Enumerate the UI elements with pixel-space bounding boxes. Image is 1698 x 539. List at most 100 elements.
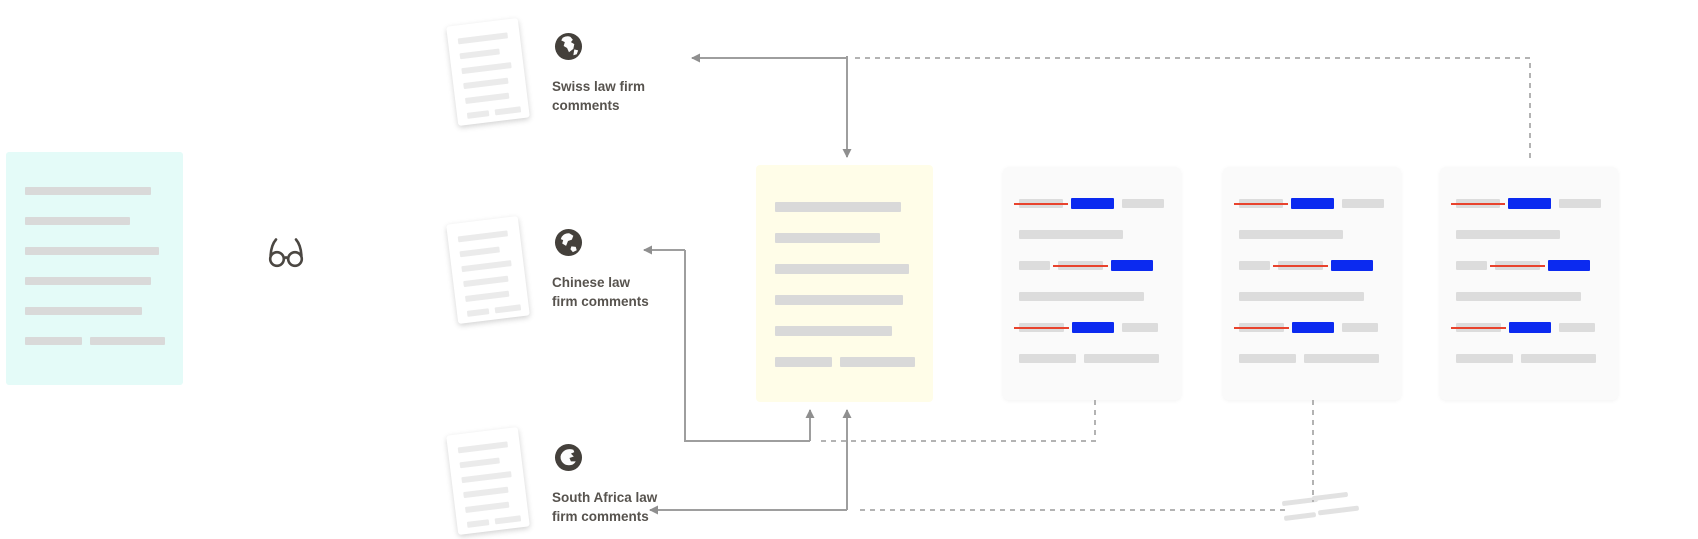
document-text-row	[775, 326, 933, 336]
text-line-bar	[1559, 199, 1601, 208]
glasses-icon	[266, 234, 306, 270]
text-line-bar	[840, 357, 915, 367]
document-text-row	[25, 247, 183, 255]
text-line-bar	[1342, 199, 1384, 208]
text-line-bar	[775, 202, 901, 212]
document-text-row	[1456, 260, 1618, 271]
document-text-row	[25, 217, 183, 225]
inserted-text-bar	[1508, 198, 1551, 209]
document-text-row	[775, 264, 933, 274]
inserted-text-bar	[1509, 322, 1551, 333]
document-text-row	[1239, 260, 1401, 271]
inserted-text-bar	[1292, 322, 1334, 333]
deleted-text-bar	[1234, 199, 1288, 208]
text-line-bar	[1239, 292, 1364, 301]
document-text-row	[461, 61, 523, 75]
text-line-bar	[25, 307, 142, 315]
document-text-row	[1019, 260, 1181, 271]
text-line-bar	[775, 326, 892, 336]
document-text-row	[466, 105, 529, 119]
comment-label-south-africa: South Africa law firm comments	[552, 488, 682, 526]
document-text-row	[25, 277, 183, 285]
document-text-row	[463, 274, 525, 288]
document-text-row	[464, 288, 527, 302]
deleted-text-bar	[1053, 261, 1108, 270]
text-line-bar	[457, 32, 509, 45]
text-line-bar	[1019, 261, 1050, 270]
document-text-row	[25, 187, 183, 195]
text-line-bar	[25, 247, 159, 255]
text-line-bar	[25, 337, 82, 345]
document-text-row	[459, 244, 522, 258]
globe-asia-icon	[554, 228, 583, 257]
comment-document-chinese	[446, 215, 530, 325]
text-line-bar	[775, 233, 880, 243]
text-line-bar	[25, 277, 151, 285]
text-line-bar	[775, 357, 832, 367]
document-text-row	[459, 46, 522, 60]
document-text-row	[775, 357, 933, 367]
text-line-bar	[1239, 261, 1270, 270]
text-line-bar	[459, 246, 500, 258]
document-text-row	[464, 499, 527, 513]
document-text-row	[1239, 353, 1401, 364]
text-line-bar	[466, 519, 490, 528]
revision-document-1	[1003, 167, 1181, 400]
text-line-bar	[494, 106, 522, 116]
deleted-text-bar	[1490, 261, 1545, 270]
comment-label-south-africa-line2: firm comments	[552, 509, 649, 524]
document-text-row	[459, 455, 522, 469]
text-line-bar	[463, 275, 509, 288]
deleted-text-bar	[1234, 323, 1289, 332]
comment-label-chinese-line2: firm comments	[552, 294, 649, 309]
text-line-bar	[1456, 261, 1487, 270]
document-text-row	[1451, 198, 1618, 209]
text-line-bar	[1304, 354, 1379, 363]
text-line-bar	[90, 337, 165, 345]
text-line-bar	[1521, 354, 1596, 363]
document-text-row	[466, 514, 529, 528]
text-line-bar	[461, 471, 512, 484]
text-line-bar	[461, 62, 512, 75]
document-text-row	[1019, 229, 1181, 240]
text-line-bar	[775, 264, 909, 274]
document-text-row	[25, 337, 183, 345]
text-line-bar	[1342, 323, 1378, 332]
text-line-bar	[1239, 230, 1343, 239]
document-text-row	[1019, 291, 1181, 302]
text-line-bar	[1559, 323, 1595, 332]
document-text-row	[1234, 198, 1401, 209]
text-line-bar	[464, 501, 510, 513]
text-line-bar	[464, 92, 510, 104]
document-text-row	[1014, 198, 1181, 209]
document-text-row	[1234, 322, 1401, 333]
text-line-bar	[457, 230, 509, 243]
source-document	[6, 152, 183, 385]
inserted-text-bar	[1071, 198, 1114, 209]
text-line-bar	[461, 260, 512, 273]
deleted-text-bar	[1014, 199, 1068, 208]
deleted-text-bar	[1451, 199, 1505, 208]
text-line-bar	[466, 110, 490, 119]
comment-document-south-africa	[446, 426, 530, 536]
document-text-row	[457, 31, 520, 45]
break-mark	[1311, 491, 1349, 502]
text-line-bar	[494, 304, 522, 314]
document-text-row	[1014, 322, 1181, 333]
text-line-bar	[25, 217, 130, 225]
inserted-text-bar	[1111, 260, 1153, 271]
text-line-bar	[1084, 354, 1159, 363]
text-line-bar	[463, 486, 509, 499]
comment-label-chinese-line1: Chinese law	[552, 275, 631, 290]
text-line-bar	[1456, 354, 1513, 363]
document-text-row	[1019, 353, 1181, 364]
inserted-text-bar	[1291, 198, 1334, 209]
deleted-text-bar	[1273, 261, 1328, 270]
document-text-row	[461, 470, 523, 484]
deleted-text-bar	[1014, 323, 1069, 332]
inserted-text-bar	[1072, 322, 1114, 333]
text-line-bar	[775, 295, 903, 305]
text-line-bar	[1019, 354, 1076, 363]
globe-europe-africa-icon	[554, 32, 583, 61]
